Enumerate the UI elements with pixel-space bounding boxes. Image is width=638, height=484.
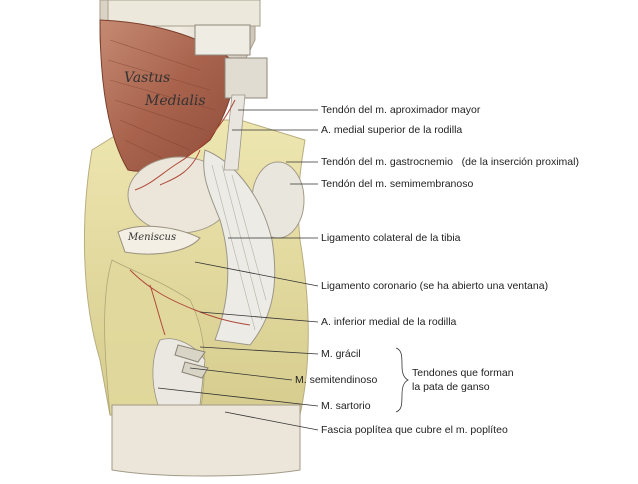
meniscus-label: Meniscus [128, 232, 177, 243]
top-cap [107, 0, 261, 27]
tibial-collateral-ligament [203, 149, 276, 346]
callout-coronary-ligament: Ligamento coronario (se ha abierto una v… [321, 280, 549, 292]
pes-anserinus-brace [395, 347, 409, 413]
callout-collateral-ligament: Ligamento colateral de la tibia [321, 232, 461, 244]
cut-tendon-block [194, 24, 251, 56]
gracilis-tendon [174, 344, 206, 363]
callout-semitendinosus: M. semitendinoso [295, 374, 378, 386]
callout-superior-artery: A. medial superior de la rodilla [321, 124, 463, 136]
callout-popliteal-fascia: Fascia poplítea que cubre el m. poplíteo [321, 424, 508, 436]
arteries [129, 99, 251, 336]
semitendinosus-tendon [181, 361, 209, 379]
vastus-label: Vastus [124, 70, 171, 86]
leader-lines [157, 109, 319, 431]
callout-semimembranosus: Tendón del m. semimembranoso [321, 178, 474, 190]
callout-adductor-tendon: Tendón del m. aproximador mayor [321, 104, 481, 116]
meniscus [117, 225, 201, 255]
callout-gastrocnemius: Tendón del m. gastrocnemio (de la inserc… [321, 156, 579, 168]
callout-inferior-artery: A. inferior medial de la rodilla [321, 316, 457, 328]
ligament-fibers [211, 164, 267, 331]
medialis-label: Medialis [145, 93, 206, 109]
group-label-line2: la pata de ganso [412, 381, 490, 393]
group-label-line1: Tendones que forman [412, 367, 514, 379]
adductor-tendon [223, 94, 246, 171]
muscle-fibers [107, 39, 216, 163]
bottom-cap [111, 404, 301, 477]
vastus-medialis-muscle [99, 19, 235, 172]
tendon-stump [224, 57, 268, 99]
callout-gracilis: M. grácil [321, 348, 361, 360]
callout-sartorius: M. sartorio [321, 400, 371, 412]
